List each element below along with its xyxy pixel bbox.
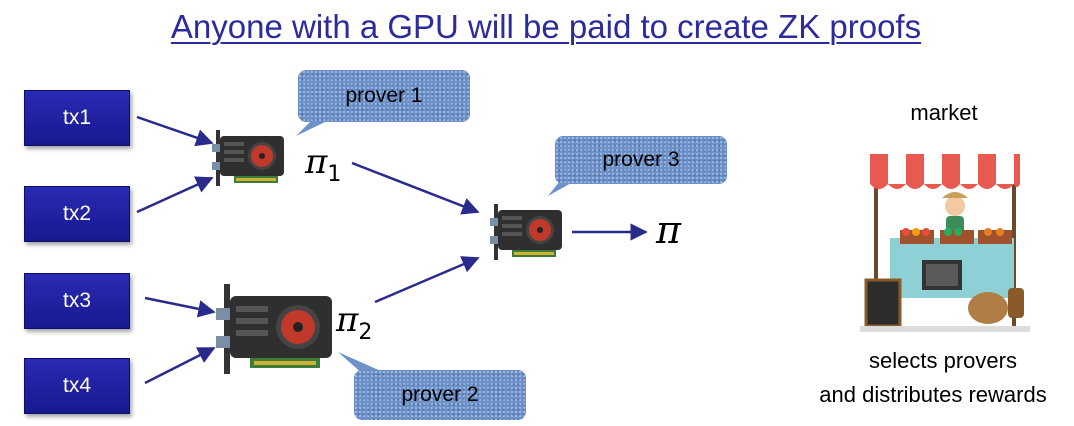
- gpu-card-1-icon: [212, 130, 284, 186]
- prover-2-bubble: prover 2: [354, 370, 526, 420]
- arrow-tx3-gpu2: [144, 296, 216, 318]
- prover-3-bubble: prover 3: [555, 136, 727, 184]
- gpu-card-3-icon: [490, 204, 562, 260]
- arrow-tx4-gpu2: [144, 346, 216, 385]
- gpu-card-2-icon: [216, 284, 332, 374]
- tx4-box: tx4: [24, 358, 130, 414]
- arrow-tx1-gpu1: [136, 115, 214, 147]
- prover-2-label: prover 2: [401, 383, 479, 406]
- arrow-tx2-gpu1: [136, 176, 214, 214]
- market-caption-line-2: and distributes rewards: [819, 382, 1047, 407]
- final-proof-pi: π: [656, 208, 681, 252]
- arrow-gpu1-gpu3: [351, 161, 480, 215]
- proof-pi-1: π1: [305, 142, 342, 187]
- prover-1-label: prover 1: [345, 84, 423, 107]
- tx3-box: tx3: [24, 273, 130, 329]
- proof-pi-2: π2: [336, 300, 373, 345]
- prover-3-label: prover 3: [602, 148, 680, 171]
- tx2-box: tx2: [24, 186, 130, 242]
- prover-1-bubble: prover 1: [298, 70, 470, 122]
- tx1-box: tx1: [24, 90, 130, 146]
- market-label: market: [910, 100, 978, 125]
- market-caption-line-1: selects provers: [869, 348, 1017, 373]
- market-stall-icon: [860, 154, 1030, 332]
- arrow-gpu2-gpu3: [374, 256, 480, 304]
- slide-title: Anyone with a GPU will be paid to create…: [170, 8, 922, 45]
